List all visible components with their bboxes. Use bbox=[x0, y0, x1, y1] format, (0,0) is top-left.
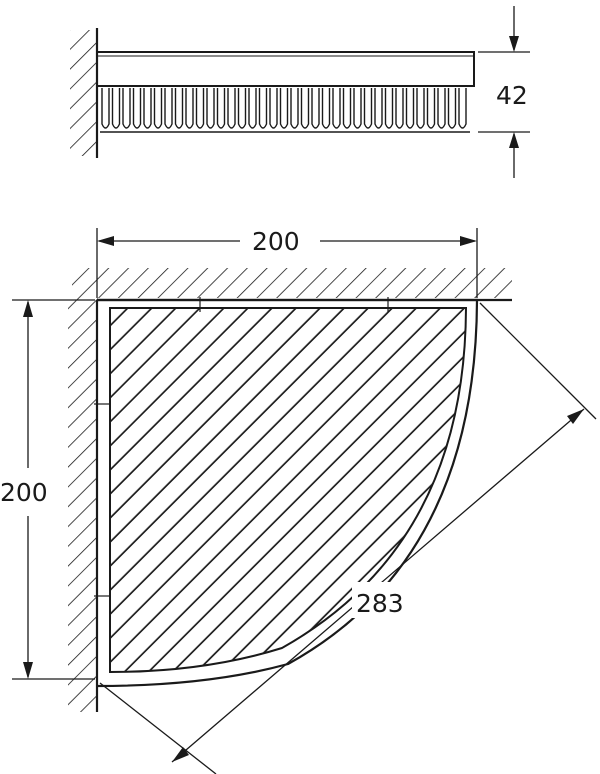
wire-loop bbox=[416, 88, 425, 129]
wire-loop bbox=[426, 88, 436, 129]
plan-view: 200 200 283 bbox=[0, 227, 597, 774]
wire-loop bbox=[153, 88, 163, 129]
elevation-wall-hatch bbox=[70, 30, 98, 156]
basket-grid bbox=[110, 308, 466, 672]
wire-loop bbox=[458, 88, 467, 129]
height-dimension-label: 42 bbox=[496, 81, 528, 110]
wire-loop bbox=[164, 88, 173, 129]
width-dimension: 200 bbox=[96, 227, 478, 298]
wire-loop bbox=[384, 88, 394, 129]
back-wall-hatch bbox=[72, 268, 512, 298]
wire-loop bbox=[342, 88, 352, 129]
side-wall-hatch bbox=[68, 298, 98, 712]
wire-loop bbox=[143, 88, 152, 129]
width-dimension-label: 200 bbox=[252, 227, 300, 256]
wire-loop bbox=[353, 88, 362, 129]
wire-loop bbox=[111, 88, 121, 129]
wire-loop bbox=[437, 88, 446, 129]
wire-loop bbox=[216, 88, 226, 129]
wire-loop bbox=[447, 88, 457, 129]
wire-loop bbox=[321, 88, 331, 129]
wire-loop bbox=[363, 88, 373, 129]
wire-loop bbox=[195, 88, 205, 129]
wire-loop bbox=[174, 88, 184, 129]
wire-loop bbox=[132, 88, 142, 129]
wire-loop bbox=[290, 88, 299, 129]
wire-loop bbox=[227, 88, 236, 129]
wire-loop bbox=[395, 88, 404, 129]
height-dimension: 42 bbox=[478, 6, 530, 178]
side-elevation-view: 42 bbox=[70, 6, 530, 178]
wire-loop bbox=[258, 88, 268, 129]
wire-loop bbox=[300, 88, 310, 129]
wire-loop bbox=[248, 88, 257, 129]
wire-loop bbox=[122, 88, 131, 129]
wire-loop bbox=[332, 88, 341, 129]
depth-dimension-label: 200 bbox=[0, 478, 48, 507]
wire-loop bbox=[206, 88, 215, 129]
basket-rim bbox=[96, 51, 475, 87]
wire-loop bbox=[311, 88, 320, 129]
basket-outline bbox=[96, 298, 479, 688]
wire-loop bbox=[237, 88, 247, 129]
wire-loop bbox=[269, 88, 278, 129]
wire-loop bbox=[374, 88, 383, 129]
wire-loop bbox=[405, 88, 415, 129]
wire-loop bbox=[101, 88, 110, 129]
diagonal-dimension: 283 bbox=[99, 302, 597, 774]
diagonal-dimension-label: 283 bbox=[356, 589, 404, 618]
depth-dimension: 200 bbox=[0, 299, 95, 680]
wire-loop bbox=[279, 88, 289, 129]
basket-inner-rim bbox=[109, 307, 468, 674]
wire-loop bbox=[185, 88, 194, 129]
basket-wire-loops bbox=[101, 88, 467, 129]
